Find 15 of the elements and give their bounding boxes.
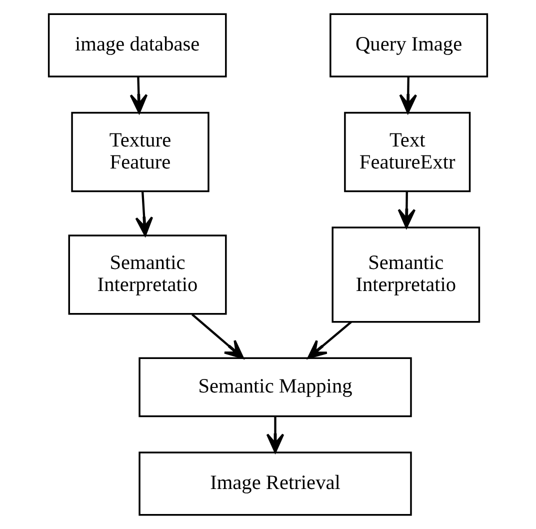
node-box: Semantic Mapping	[138, 357, 412, 418]
arrow	[307, 321, 352, 359]
node-box: Semantic Interpretatio	[68, 234, 227, 315]
node-box: Text FeatureExtr	[344, 112, 471, 192]
node-box: Image Retrieval	[138, 452, 412, 516]
node-box: image database	[48, 13, 227, 78]
arrow	[130, 76, 148, 114]
arrow	[266, 416, 284, 453]
arrow	[399, 76, 418, 114]
arrow	[135, 191, 154, 236]
node-box: Texture Feature	[71, 112, 210, 192]
node-box: Query Image	[330, 13, 488, 78]
arrow	[191, 314, 244, 360]
arrow	[398, 191, 416, 228]
node-box: Semantic Interpretatio	[332, 226, 480, 323]
